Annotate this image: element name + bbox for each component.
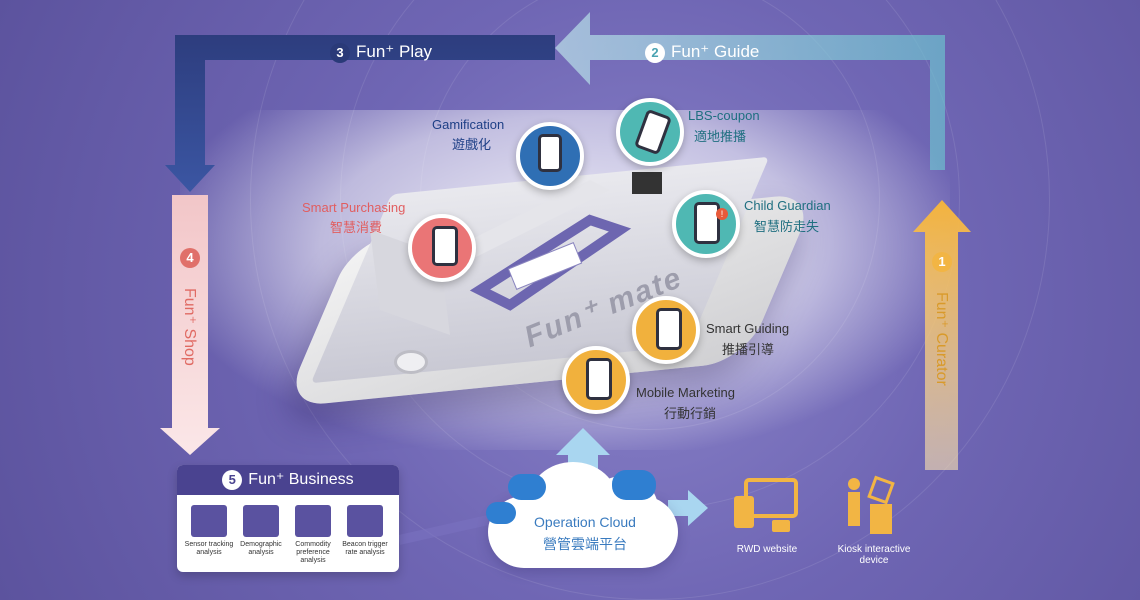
gamification-title: Gamification — [432, 117, 505, 132]
business-header: 5 Fun⁺ Business — [177, 465, 399, 495]
business-item-label: Commodity preference analysis — [295, 541, 331, 564]
rwd-label: RWD website — [736, 544, 798, 555]
lock-cloud-icon — [486, 502, 516, 524]
step-number: 4 — [180, 248, 200, 268]
mail-cloud-icon — [612, 470, 656, 500]
shop-text: Fun⁺ Shop — [181, 288, 198, 366]
mobile-marketing-title: Mobile Marketing — [636, 385, 735, 400]
store-walkway — [469, 214, 632, 311]
mobile-marketing-bubble[interactable] — [562, 346, 630, 414]
step-number: 5 — [222, 470, 243, 490]
play-text: Fun⁺ Play — [356, 42, 433, 61]
connector-line — [397, 515, 490, 545]
store-screen — [632, 172, 662, 194]
gamification-subtitle: 遊戲化 — [452, 137, 492, 152]
play-label: 3 Fun⁺ Play — [330, 42, 432, 63]
step-number: 3 — [330, 43, 350, 63]
curator-label: 1 — [932, 252, 952, 272]
curator-arrow — [913, 200, 971, 470]
cloud-subtitle: 營管雲端平台 — [543, 536, 627, 552]
display-shelf — [507, 242, 583, 290]
smart-guiding-subtitle: 推播引導 — [722, 342, 775, 357]
play-arrow — [165, 35, 555, 192]
kiosk-icon — [848, 475, 895, 534]
smart-guiding-title: Smart Guiding — [706, 321, 790, 336]
step-number: 2 — [645, 43, 665, 63]
lbs-coupon-bubble[interactable] — [616, 98, 684, 166]
smart-purchasing-title: Smart Purchasing — [302, 200, 406, 215]
home-button — [394, 350, 428, 374]
phone-icon — [586, 358, 612, 400]
guide-arrow — [555, 12, 945, 170]
phone-icon — [656, 308, 682, 350]
shop-label: 4 — [180, 248, 200, 268]
cloud-up-arrow — [556, 428, 610, 470]
business-item-label: Beacon trigger rate analysis — [342, 541, 388, 556]
curator-text: Fun⁺ Curator — [933, 292, 950, 386]
bar-chart-icon[interactable] — [347, 505, 383, 537]
phone-icon — [694, 202, 720, 244]
business-item-label: Sensor tracking analysis — [184, 541, 234, 556]
business-title: Fun⁺ Business — [248, 471, 354, 488]
guide-text: Fun⁺ Guide — [671, 42, 760, 61]
kiosk-label: Kiosk interactive device — [837, 544, 911, 566]
lbs-coupon-title: LBS-coupon — [688, 108, 760, 123]
phone-icon — [432, 226, 458, 266]
rwd-icon — [734, 478, 798, 532]
business-item-label: Demographic analysis — [240, 541, 282, 556]
operation-cloud — [488, 462, 678, 568]
smart-purchasing-subtitle: 智慧消費 — [330, 220, 383, 235]
child-guardian-title: Child Guardian — [744, 198, 831, 213]
map-icon[interactable] — [191, 505, 227, 537]
child-guardian-subtitle: 智慧防走失 — [754, 219, 820, 234]
phone-icon — [538, 134, 562, 172]
store-floor — [370, 172, 662, 335]
gamification-bubble[interactable] — [516, 122, 584, 190]
shop-arrow — [160, 195, 220, 455]
cloud-title: Operation Cloud — [534, 514, 636, 530]
alert-icon: ! — [716, 208, 728, 220]
smart-guiding-bubble[interactable] — [632, 296, 700, 364]
guide-label: 2 Fun⁺ Guide — [645, 42, 759, 63]
store-wall-back — [440, 180, 610, 270]
phone-icon — [633, 108, 673, 156]
people-cloud-icon — [508, 474, 546, 500]
mobile-marketing-subtitle: 行動行銷 — [664, 406, 717, 421]
step-number: 1 — [932, 252, 952, 272]
lbs-coupon-subtitle: 適地推播 — [694, 129, 747, 144]
people-icon[interactable] — [243, 505, 279, 537]
cloud-right-arrow — [668, 490, 708, 526]
smart-purchasing-bubble[interactable] — [408, 214, 476, 282]
child-guardian-bubble[interactable]: ! — [672, 190, 740, 258]
cart-icon[interactable] — [295, 505, 331, 537]
